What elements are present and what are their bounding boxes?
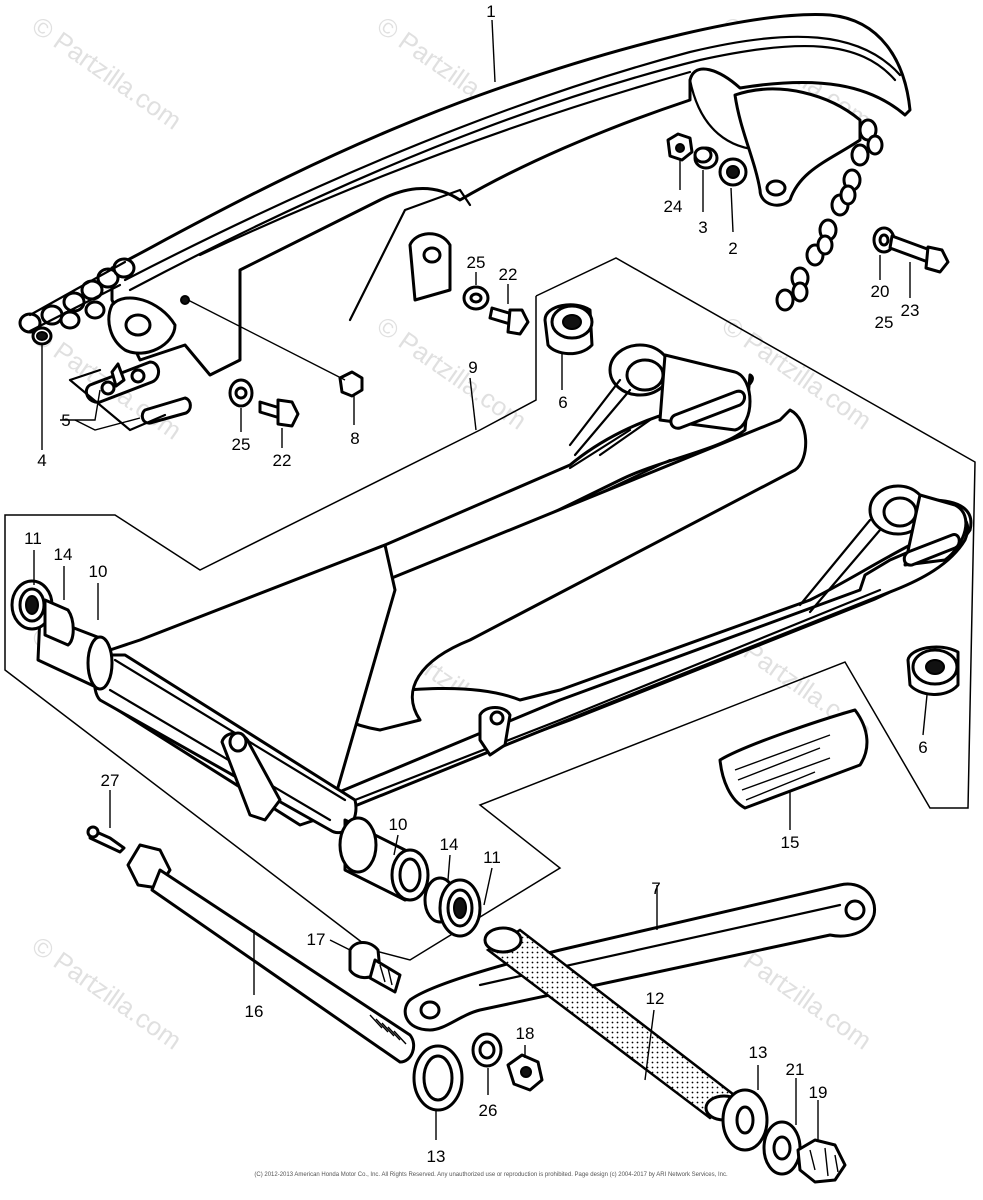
callout-5: 5 [61,411,70,430]
callout-20: 20 [871,282,890,301]
hardware-bolts-top [187,132,950,428]
callout-3: 3 [698,218,707,237]
callout-25-right: 25 [875,313,894,332]
callout-8: 8 [350,429,359,448]
callout-6-right: 6 [918,738,927,757]
callout-9: 9 [468,358,477,377]
callout-1: 1 [486,2,495,21]
callout-15: 15 [781,833,800,852]
callout-13-right: 13 [749,1043,768,1062]
master-link [31,326,192,432]
callout-25-lower: 25 [232,435,251,454]
callout-12: 12 [646,989,665,1008]
callout-23: 23 [901,301,920,320]
watermark-text: © Partzilla.com [27,930,188,1055]
callout-10-right: 10 [389,815,408,834]
axle-nut [762,1120,847,1184]
copyright-notice: (C) 2012-2013 American Honda Motor Co., … [254,1172,728,1178]
drive-chain-right [775,118,884,312]
torque-link [403,882,877,1032]
chain-case [107,13,912,377]
pivot-left [10,579,114,691]
caution-label [718,708,869,810]
group-outlines [4,257,976,961]
callout-22-upper: 22 [499,265,518,284]
callout-26: 26 [479,1101,498,1120]
callout-16: 16 [245,1002,264,1021]
spacers [412,1044,769,1152]
callout-19: 19 [809,1083,828,1102]
drive-chain-left [18,257,136,334]
callout-11-left: 11 [24,529,42,548]
callout-27: 27 [101,771,120,790]
callout-22-lower: 22 [273,451,292,470]
callout-13-left: 13 [427,1147,446,1166]
callout-25-upper: 25 [467,253,486,272]
callout-21: 21 [786,1060,805,1079]
callout-6-top: 6 [558,393,567,412]
grease-fitting [86,825,126,854]
watermark-text: © Partzilla.com [27,10,188,135]
callout-10-left: 10 [89,562,108,581]
callout-11-right: 11 [483,848,501,867]
leader-lines [33,19,928,1140]
pivot-right [338,816,482,938]
callout-7: 7 [651,879,660,898]
callout-4: 4 [37,451,46,470]
callout-18: 18 [516,1024,535,1043]
washer-and-nut [471,1032,544,1092]
callout-14-left: 14 [54,545,73,564]
callout-24: 24 [664,197,683,216]
adjuster-bolt [348,941,402,994]
pivot-bolt [126,843,416,1064]
callout-14-right: 14 [440,835,459,854]
callout-labels: 1 24 3 2 20 25 23 25 22 6 9 8 25 22 5 4 … [24,2,928,1166]
callout-2: 2 [728,239,737,258]
bushings [543,303,960,696]
callout-17: 17 [307,930,326,949]
